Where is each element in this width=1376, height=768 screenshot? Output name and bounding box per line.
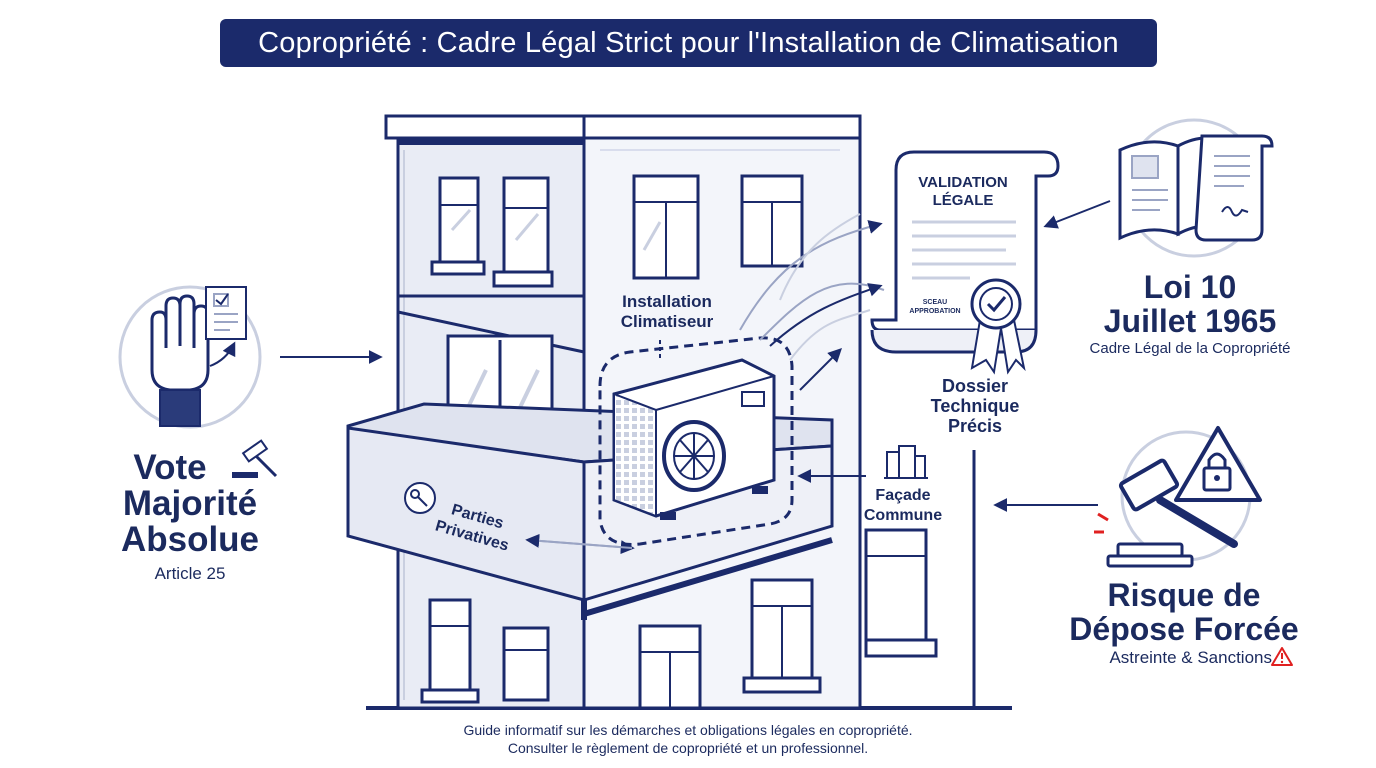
roof-right <box>582 114 862 140</box>
window <box>430 176 486 276</box>
installation-zone <box>598 336 794 546</box>
footer-line-2: Consulter le règlement de copropriété et… <box>507 740 869 756</box>
vote-line-1: Vote <box>133 448 207 487</box>
window <box>742 578 822 694</box>
risque-subtitle: Astreinte & Sanctions <box>1109 648 1272 667</box>
seal-text-2: APPROBATION <box>909 308 961 315</box>
window <box>740 174 804 268</box>
gavel-icon <box>232 439 278 478</box>
gavel-icon <box>1094 458 1238 568</box>
window <box>632 174 700 280</box>
vote-line-2: Majorité <box>122 484 258 523</box>
window <box>864 528 938 658</box>
building-icon <box>884 445 928 479</box>
footer-line-1: Guide informatif sur les démarches et ob… <box>463 722 913 738</box>
loi-heading: Loi 10 Juillet 1965 <box>1070 270 1310 338</box>
key-icon <box>404 482 436 514</box>
document-heading-1: VALIDATION <box>918 174 1008 191</box>
vote-subtitle: Article 25 <box>154 564 226 583</box>
dossier-line-2: Technique <box>930 396 1020 416</box>
loi-subtitle: Cadre Légal de la Copropriété <box>1089 340 1291 357</box>
dossier-label: Dossier Technique Précis <box>914 376 1036 436</box>
facade-line-2: Commune <box>863 507 943 524</box>
installation-line-1: Installation <box>622 292 712 311</box>
seal-text-1: SCEAU <box>922 299 948 306</box>
page-title: Copropriété : Cadre Légal Strict pour l'… <box>220 19 1157 67</box>
window <box>492 176 554 288</box>
seal-ribbon-icon <box>970 278 1026 375</box>
flow-lines <box>739 213 885 391</box>
risque-heading: Risque de Dépose Forcée <box>1050 578 1318 646</box>
document-heading: VALIDATION LÉGALE <box>900 174 1026 210</box>
installation-label: Installation Climatiseur <box>600 292 734 332</box>
risque-line-2: Dépose Forcée <box>1069 611 1299 647</box>
vote-heading: Vote Majorité Absolue <box>100 450 280 558</box>
seal-text: SCEAU APPROBATION <box>900 298 970 316</box>
air-conditioner-unit <box>612 358 776 520</box>
window <box>420 598 480 704</box>
scroll-icon <box>1194 134 1274 242</box>
footer-note: Guide informatif sur les démarches et ob… <box>380 721 996 757</box>
vote-line-3: Absolue <box>120 520 260 559</box>
window <box>638 624 702 710</box>
loi-line-2: Juillet 1965 <box>1103 303 1277 339</box>
facade-line-1: Façade <box>875 487 931 504</box>
risque-line-1: Risque de <box>1107 577 1261 613</box>
checklist-icon <box>205 286 247 367</box>
roof-left <box>384 114 586 140</box>
warning-triangle-icon <box>1271 647 1293 666</box>
loi-line-1: Loi 10 <box>1143 269 1237 305</box>
arrow-loi-to-document <box>1043 200 1111 229</box>
document-heading-2: LÉGALE <box>932 192 994 209</box>
window <box>502 626 550 702</box>
dossier-line-3: Précis <box>947 416 1003 436</box>
installation-line-2: Climatiseur <box>620 312 714 331</box>
facade-label: Façade Commune <box>848 486 958 526</box>
dossier-line-1: Dossier <box>941 376 1009 396</box>
